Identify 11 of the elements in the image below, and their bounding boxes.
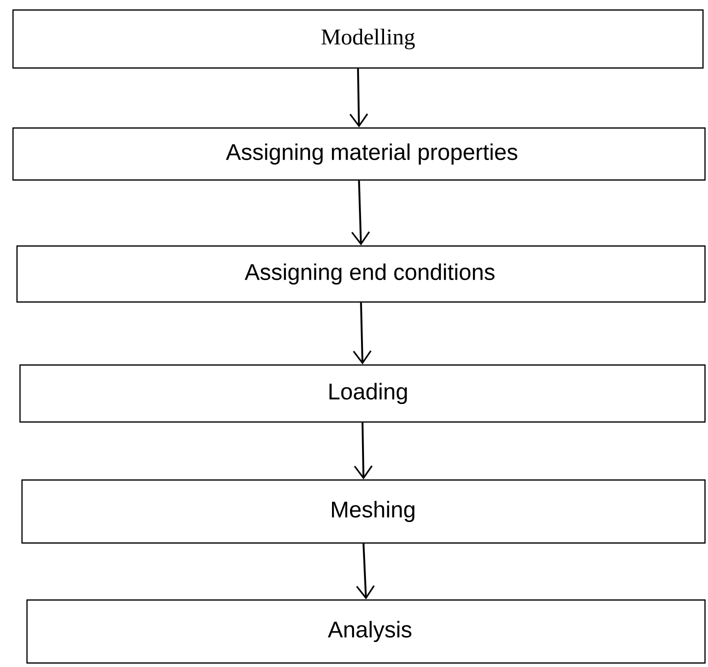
process-box: Assigning material properties [12,127,706,181]
arrow [354,422,373,480]
process-box: Meshing [21,479,706,544]
arrow [356,544,375,600]
process-box: Modelling [12,9,704,69]
arrow [349,68,368,128]
process-box: Assigning end conditions [16,245,706,303]
arrow [352,302,372,364]
arrow [351,180,370,246]
process-box: Analysis [26,599,706,664]
process-box: Loading [19,364,706,423]
